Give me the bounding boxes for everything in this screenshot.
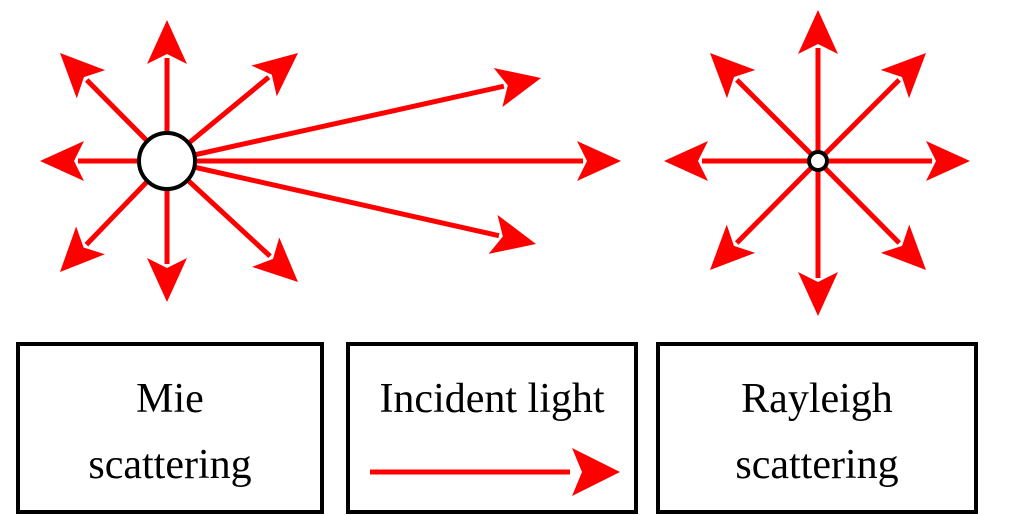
mie-label-line2: scattering: [88, 442, 252, 488]
mie-arrow-left-head: [40, 141, 84, 181]
mie-arrow-up-head: [147, 20, 187, 64]
rayleigh-scattering-arrows: [664, 10, 970, 316]
mie-arrow-down-left-head: [60, 226, 105, 272]
mie-label-line1: Mie: [136, 376, 204, 422]
mie-arrow-up-left-head: [60, 53, 106, 99]
rayleigh-arrow-up-left-shaft: [735, 78, 820, 163]
mie-particle: [137, 131, 197, 191]
rayleigh-arrow-down-left-head: [710, 224, 756, 270]
rayleigh-arrow-up: [798, 10, 838, 161]
rayleigh-arrow-down-right-shaft: [816, 159, 902, 245]
mie-arrow-down-right-head: [252, 237, 298, 282]
rayleigh-label-box: Rayleigh scattering: [656, 342, 978, 514]
rayleigh-arrow-down: [798, 161, 838, 316]
rayleigh-arrow-up-right-head: [880, 53, 926, 99]
mie-arrow-forward: [167, 141, 621, 181]
rayleigh-arrow-down-right-head: [880, 224, 926, 270]
rayleigh-arrow-up-left: [710, 53, 820, 163]
rayleigh-particle: [807, 150, 829, 172]
rayleigh-arrow-down-left: [710, 159, 820, 270]
rayleigh-arrow-up-head: [798, 10, 838, 54]
mie-arrow-forward-up: [166, 68, 541, 164]
rayleigh-arrow-left-head: [664, 141, 708, 181]
mie-arrow-forward-up-head: [493, 68, 541, 108]
rayleigh-arrow-down-head: [798, 272, 838, 316]
incident-light-box: Incident light: [346, 342, 638, 514]
incident-light-arrow: [370, 448, 620, 496]
rayleigh-arrow-down-left-shaft: [734, 159, 820, 245]
rayleigh-label-line1: Rayleigh: [741, 376, 893, 422]
mie-arrow-forward-up-shaft: [166, 83, 505, 164]
mie-arrow-up-right-head: [251, 53, 298, 97]
rayleigh-arrow-right: [818, 141, 970, 181]
mie-arrow-forward-head: [577, 141, 621, 181]
mie-arrow-forward-down-head: [488, 214, 536, 254]
mie-arrow-forward-down-shaft: [166, 158, 500, 239]
mie-arrow-down-head: [147, 258, 187, 302]
rayleigh-arrow-up-right: [816, 53, 926, 163]
incident-light-arrow-head: [572, 448, 620, 496]
mie-scattering-arrows: [40, 20, 621, 302]
mie-arrow-forward-down: [166, 158, 536, 254]
rayleigh-arrow-left: [664, 141, 818, 181]
rayleigh-label-line2: scattering: [735, 442, 899, 488]
rayleigh-arrow-up-right-shaft: [816, 78, 901, 163]
rayleigh-arrow-down-right: [816, 159, 926, 270]
mie-label-box: Mie scattering: [16, 342, 324, 514]
incident-light-label: Incident light: [379, 376, 605, 422]
rayleigh-arrow-up-left-head: [710, 53, 756, 99]
rayleigh-arrow-right-head: [926, 141, 970, 181]
